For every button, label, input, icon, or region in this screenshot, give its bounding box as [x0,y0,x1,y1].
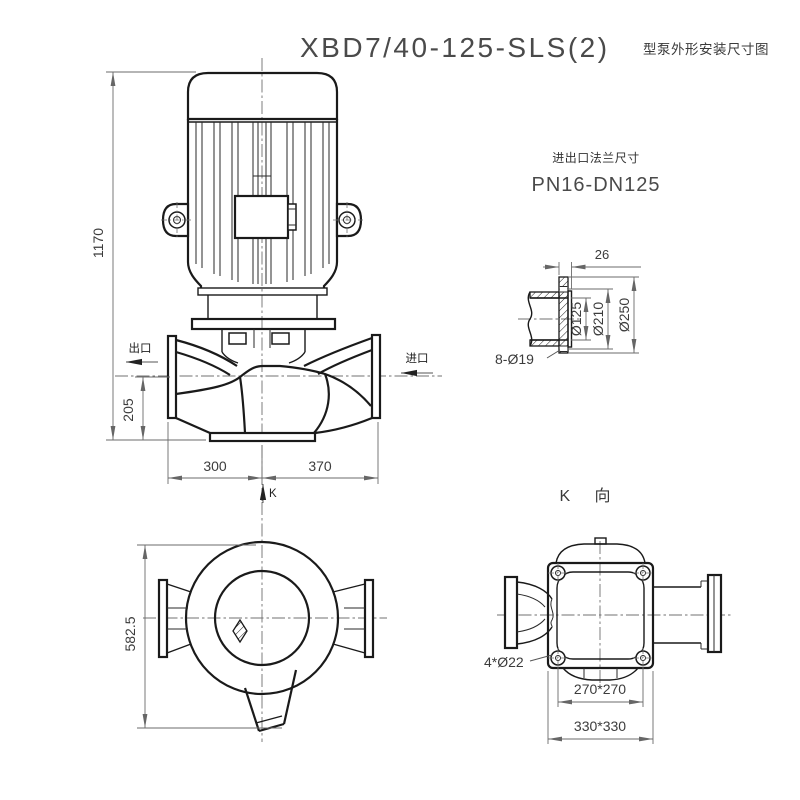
flange-detail-view: 进出口法兰尺寸 PN16-DN125 26 Ø125 [495,151,661,367]
k-direction-view: K 向 [484,487,733,744]
bottom-view-dimensions: 582.5 [122,544,282,729]
dim-outlet-span: 300 [203,458,227,474]
dim-bore: Ø125 [568,302,584,336]
title-suffix-text: 型泵外形安装尺寸图 [643,42,769,57]
dim-flange-thickness: 26 [595,247,609,262]
flange-spec: PN16-DN125 [532,174,661,196]
lifting-lug-left [161,202,191,238]
flange-section [518,276,580,354]
flange-heading: 进出口法兰尺寸 [552,151,640,165]
k-view-heading: K 向 [559,487,620,505]
bottom-view-centerlines [143,502,387,742]
dim-base-size: 330*330 [574,718,626,734]
k-view-centerlines [497,541,733,688]
dim-outer-diameter: Ø250 [616,298,632,332]
lifting-lug-right [333,202,363,238]
dim-bolt-spacing: 270*270 [574,681,626,697]
dim-base-bolt-holes: 4*Ø22 [484,654,524,670]
inlet-label: 进口 [406,352,429,365]
front-view-dimensions: 1170 205 300 370 K [90,71,379,503]
dim-flange-bolt-holes: 8-Ø19 [495,351,534,367]
terminal-box [233,194,297,240]
bottom-view: 582.5 [122,502,387,742]
k-view-dimensions: 4*Ø22 270*270 330*330 [484,654,654,744]
pump-bracket [190,295,337,364]
dim-inlet-span: 370 [308,458,332,474]
k-arrow-label: K [269,488,277,500]
motor-outline [186,71,339,296]
front-view: 出口 进口 1170 205 300 370 K [90,58,442,503]
volute-casing [166,333,382,443]
outlet-label: 出口 [129,341,152,355]
base-bolt-holes [548,563,653,668]
machined-mark [232,618,248,644]
flow-labels: 出口 进口 [126,341,433,377]
dim-overall-height: 582.5 [122,616,138,651]
k-view-body [503,537,723,681]
dim-total-height: 1170 [90,228,106,258]
bottom-view-body [157,540,375,733]
title-model-text: XBD7/40-125-SLS(2) [300,32,610,63]
drawing-title: XBD7/40-125-SLS(2) 型泵外形安装尺寸图 [300,32,769,63]
dim-outlet-height: 205 [120,398,136,422]
dim-bolt-circle: Ø210 [590,302,606,336]
flange-dimensions: 26 Ø125 Ø210 Ø250 8-Ø19 [495,247,641,367]
